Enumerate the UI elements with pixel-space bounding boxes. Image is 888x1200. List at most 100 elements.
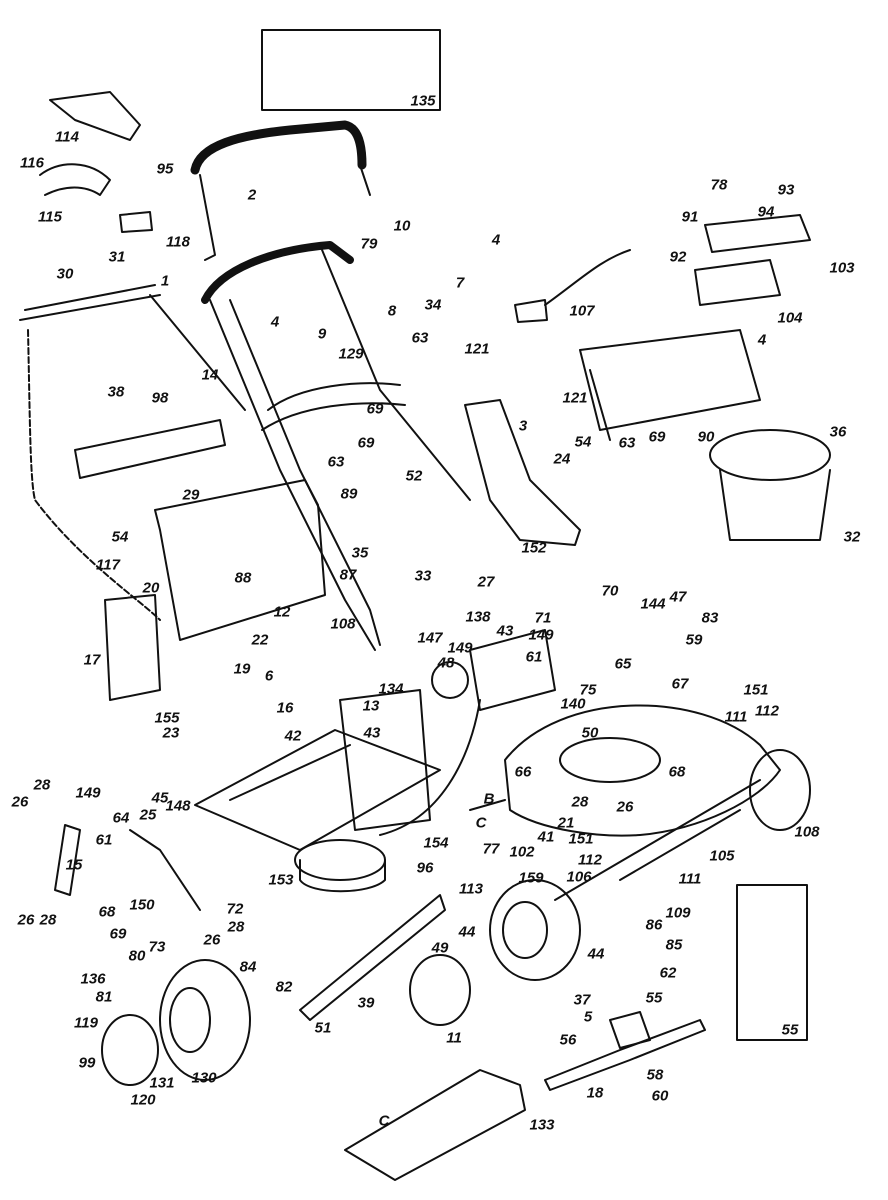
- callout-48: 48: [437, 654, 455, 672]
- callout-134: 134: [378, 680, 404, 698]
- callout-138: 138: [465, 608, 491, 626]
- callout-68a: 68: [668, 763, 686, 781]
- callout-69d: 69: [648, 428, 666, 446]
- grass-catcher-drawing: [19, 284, 326, 701]
- callout-44b: 44: [587, 945, 605, 963]
- callout-61a: 61: [525, 648, 543, 666]
- callout-31: 31: [108, 248, 126, 266]
- callout-111b: 111: [678, 870, 702, 888]
- callout-4a: 4: [491, 231, 501, 249]
- callout-47: 47: [669, 588, 687, 606]
- callout-39: 39: [357, 994, 375, 1012]
- callout-18: 18: [586, 1084, 604, 1102]
- callout-63b: 63: [327, 453, 345, 471]
- callout-73: 73: [148, 938, 166, 956]
- callout-38: 38: [107, 383, 125, 401]
- callout-113: 113: [459, 880, 483, 898]
- callout-108a: 108: [330, 615, 356, 633]
- callout-44a: 44: [458, 923, 476, 941]
- callout-81: 81: [95, 988, 113, 1006]
- callout-30: 30: [56, 265, 74, 283]
- callout-130: 130: [191, 1069, 217, 1087]
- callout-106: 106: [566, 868, 592, 886]
- callout-15: 15: [65, 856, 83, 874]
- callout-58: 58: [646, 1066, 664, 1084]
- callout-56: 56: [559, 1031, 577, 1049]
- callout-159: 159: [518, 869, 544, 887]
- callout-33: 33: [414, 567, 432, 585]
- battery-drawing: [514, 214, 811, 323]
- callout-103: 103: [829, 259, 855, 277]
- callout-45: 45: [151, 789, 169, 807]
- callout-55a: 55: [645, 989, 663, 1007]
- callout-79: 79: [360, 235, 378, 253]
- callout-111a: 111: [724, 708, 748, 726]
- callout-b: B: [483, 790, 495, 808]
- callout-7: 7: [455, 274, 465, 292]
- callout-c1: C: [475, 814, 487, 832]
- callout-114: 114: [55, 128, 79, 146]
- callout-c2: C: [378, 1112, 390, 1130]
- callout-112b: 112: [578, 851, 602, 869]
- callout-152: 152: [521, 539, 547, 557]
- callout-87: 87: [339, 566, 357, 584]
- callout-140: 140: [560, 695, 586, 713]
- callout-151b: 151: [568, 830, 594, 848]
- callout-3: 3: [518, 417, 528, 435]
- callout-4c: 4: [757, 331, 767, 349]
- callout-10: 10: [393, 217, 411, 235]
- callout-4b: 4: [270, 313, 280, 331]
- callout-17: 17: [83, 651, 101, 669]
- mower-deck-drawing: [469, 704, 781, 837]
- callout-118: 118: [166, 233, 190, 251]
- callout-88: 88: [234, 569, 252, 587]
- callout-64: 64: [112, 809, 130, 827]
- callout-16: 16: [276, 699, 294, 717]
- callout-71: 71: [534, 609, 552, 627]
- callout-129: 129: [338, 345, 364, 363]
- callout-72: 72: [226, 900, 244, 918]
- rear-frame-drawing: [194, 729, 446, 1021]
- callout-105: 105: [709, 847, 735, 865]
- callout-54b: 54: [574, 433, 592, 451]
- callout-28a: 28: [33, 776, 51, 794]
- callout-136: 136: [80, 970, 106, 988]
- transmission-drawing: [339, 629, 556, 831]
- callout-25: 25: [139, 806, 157, 824]
- callout-36: 36: [829, 423, 847, 441]
- wheels-drawing: [101, 749, 811, 1086]
- callout-102: 102: [509, 843, 535, 861]
- callout-149c: 149: [75, 784, 101, 802]
- callout-147: 147: [417, 629, 443, 647]
- callout-91: 91: [681, 208, 699, 226]
- battery-tray-drawing: [579, 329, 761, 441]
- callout-153: 153: [268, 871, 294, 889]
- callout-108b: 108: [794, 823, 820, 841]
- callout-42: 42: [284, 727, 302, 745]
- callout-9: 9: [317, 325, 327, 343]
- callout-150: 150: [129, 896, 155, 914]
- callout-82: 82: [275, 978, 293, 996]
- upper-handle-drawing: [190, 120, 371, 261]
- callout-28b: 28: [227, 918, 245, 936]
- lower-handle-drawing: [201, 241, 471, 651]
- callout-26a: 26: [11, 793, 29, 811]
- callout-149b: 149: [528, 626, 554, 644]
- callout-13: 13: [362, 697, 380, 715]
- callout-69a: 69: [366, 400, 384, 418]
- control-cable-drawing: [379, 699, 481, 836]
- callout-83: 83: [701, 609, 719, 627]
- callout-69b: 69: [357, 434, 375, 452]
- callout-148a: 148: [165, 797, 191, 815]
- callout-98: 98: [151, 389, 169, 407]
- callout-37: 37: [573, 991, 591, 1009]
- callout-96: 96: [416, 859, 434, 877]
- callout-93: 93: [777, 181, 795, 199]
- blade-drawing: [544, 1011, 706, 1091]
- callout-107: 107: [569, 302, 595, 320]
- callout-43b: 43: [496, 622, 514, 640]
- callout-116: 116: [20, 154, 44, 172]
- callout-121b: 121: [562, 389, 588, 407]
